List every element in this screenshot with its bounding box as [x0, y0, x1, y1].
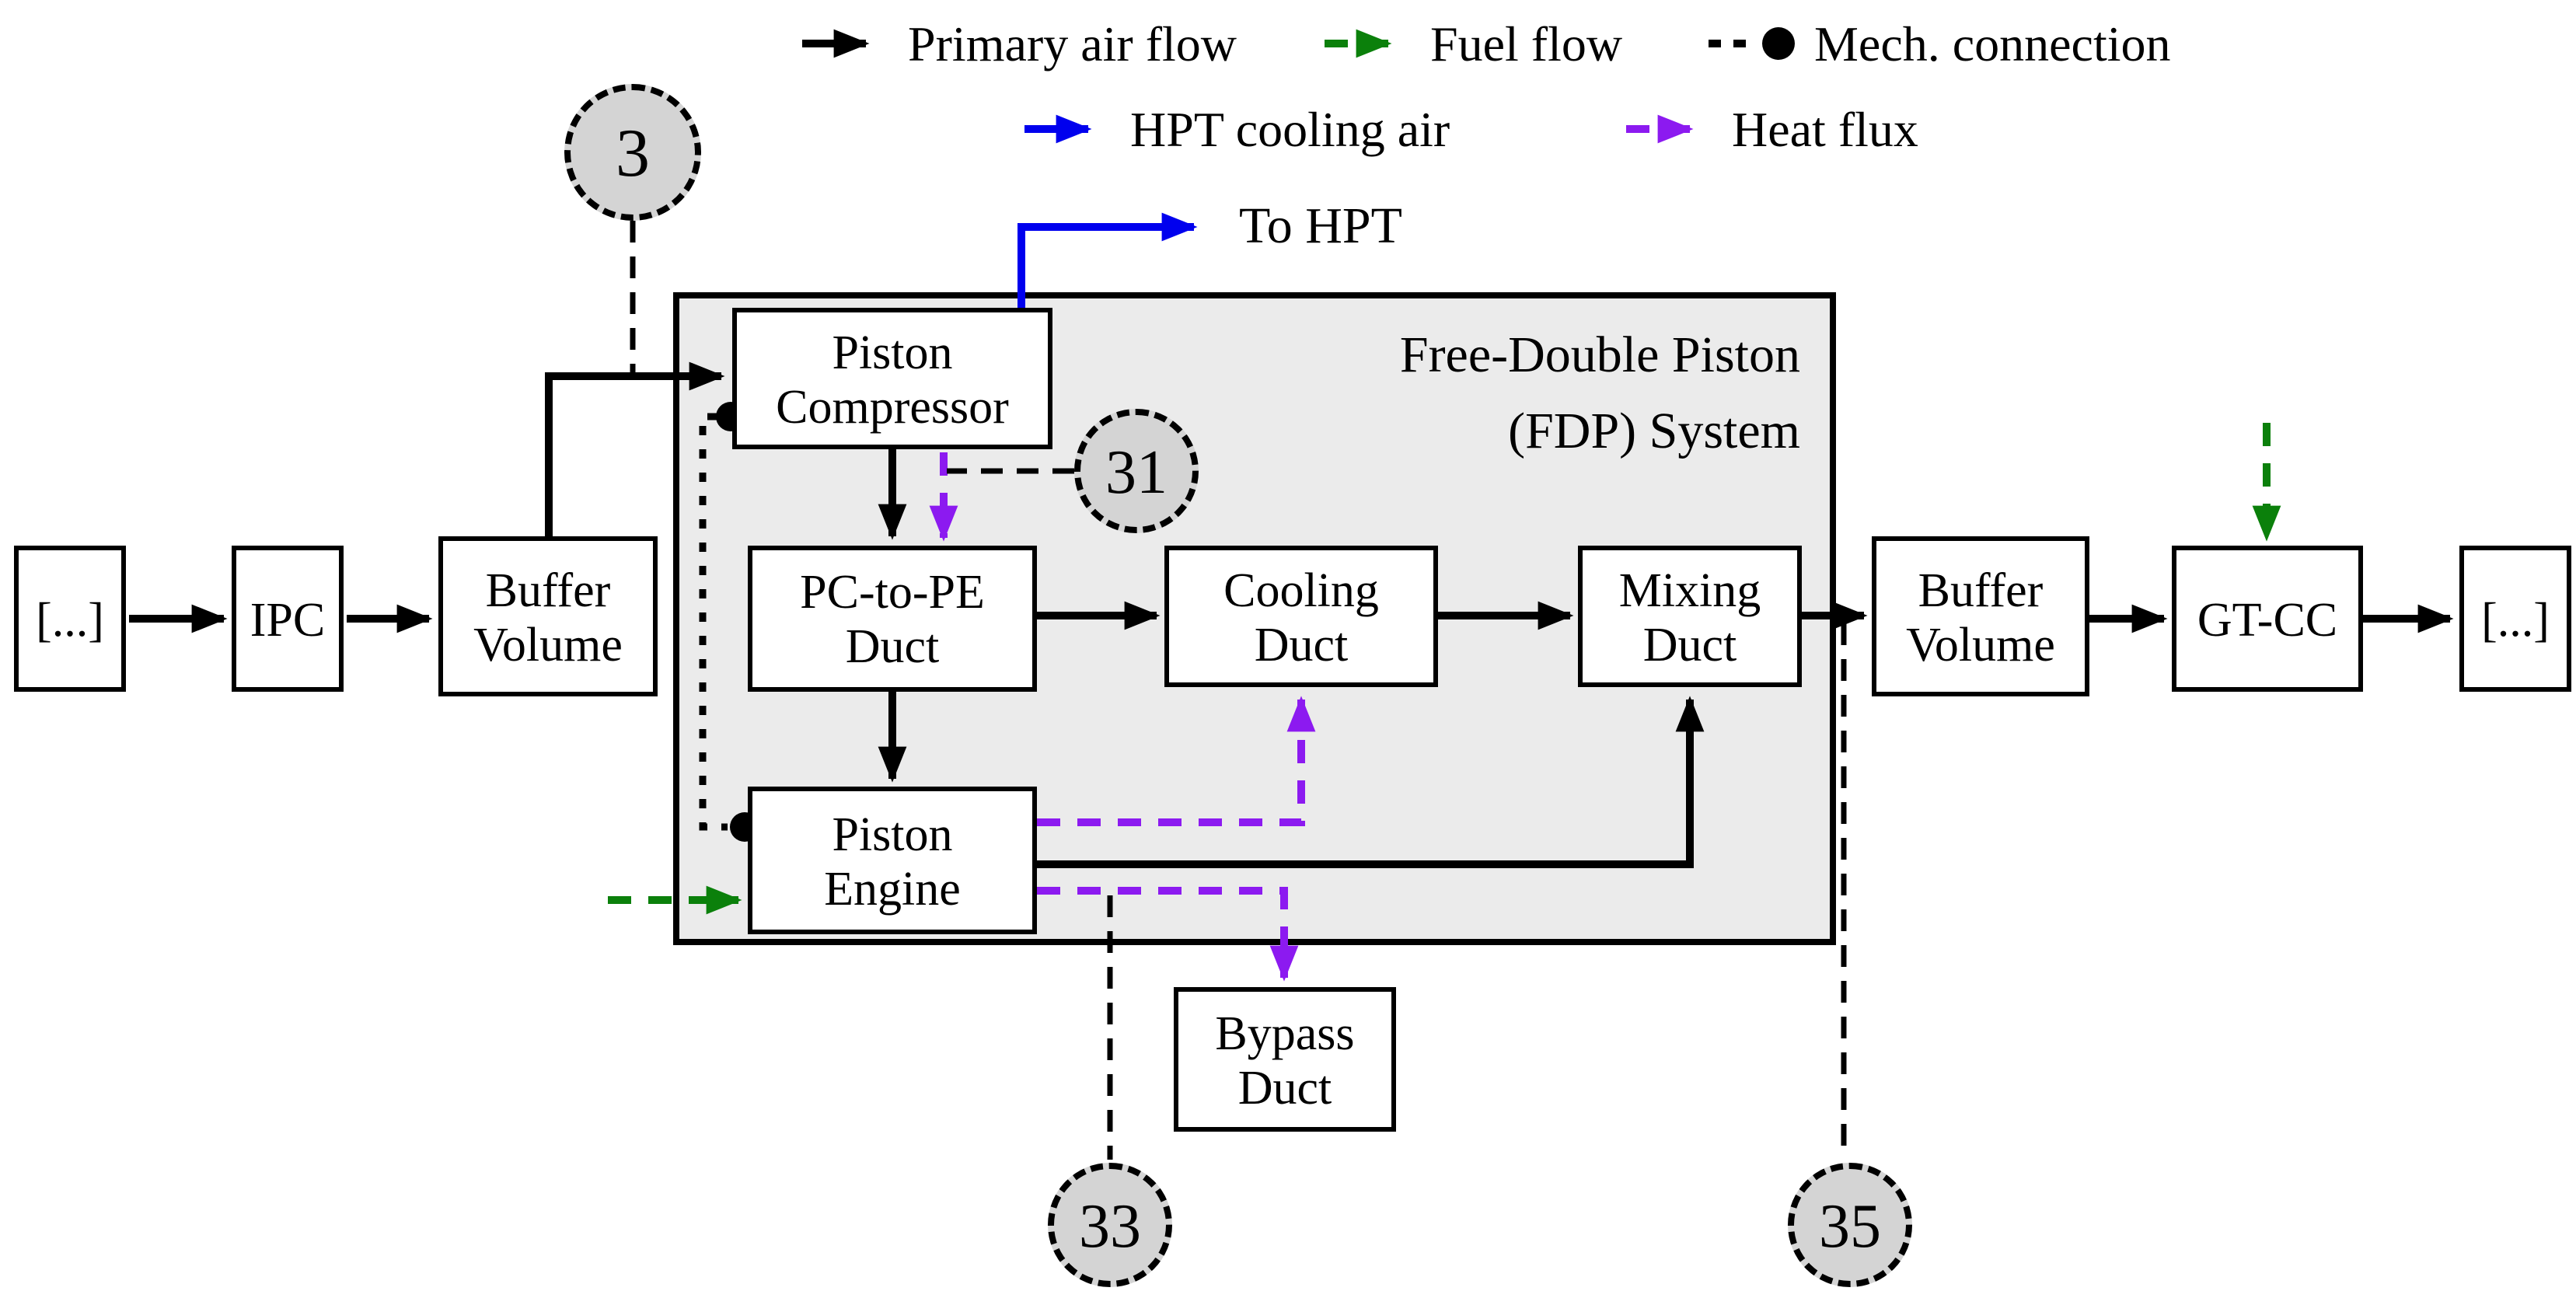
bypass-duct-box: Bypass Duct	[1174, 987, 1396, 1132]
downstream-box: [...]	[2459, 546, 2571, 692]
arrow-buffer-left-to-piston-compressor	[545, 361, 725, 536]
buffer-volume-left-box: Buffer Volume	[438, 536, 658, 696]
heat-flux-arrow-icon	[1626, 114, 1694, 144]
mech-connection-icon	[1709, 27, 1795, 60]
fuel-flow-arrow-icon	[1325, 29, 1392, 58]
legend-primary-air-flow: Primary air flow	[798, 12, 1237, 75]
arrow-heat-engine-to-bypass-duct	[1037, 887, 1299, 982]
legend-mech-connection: Mech. connection	[1704, 12, 2171, 75]
legend-hpt-cooling-air: HPT cooling air	[1020, 98, 1450, 160]
gt-cc-box: GT-CC	[2172, 546, 2363, 692]
mixing-duct-box: Mixing Duct	[1578, 546, 1802, 687]
fdp-title-line1: Free-Double Piston	[1399, 328, 1800, 384]
legend-label: Heat flux	[1732, 100, 1918, 156]
cooling-duct-box: Cooling Duct	[1164, 546, 1438, 687]
arrow-piston-engine-to-mixing-duct	[1037, 696, 1705, 868]
fdp-system-title: Free-Double Piston (FDP) System	[1272, 319, 1800, 471]
legend-label: Primary air flow	[908, 15, 1237, 71]
legend-fuel-flow: Fuel flow	[1320, 12, 1622, 75]
ipc-box: IPC	[232, 546, 344, 692]
mech-connection-line	[699, 413, 728, 831]
piston-compressor-box: Piston Compressor	[732, 308, 1052, 449]
to-hpt-label: To HPT	[1239, 199, 1402, 255]
pc-to-pe-duct-box: PC-to-PE Duct	[748, 546, 1037, 692]
fdp-title-line2: (FDP) System	[1508, 404, 1800, 460]
buffer-volume-right-box: Buffer Volume	[1872, 536, 2089, 696]
legend-label: Fuel flow	[1430, 15, 1623, 71]
legend-label: Mech. connection	[1814, 15, 2171, 71]
station-35-marker: 35	[1788, 1163, 1912, 1287]
hpt-cooling-air-arrow-icon	[1024, 114, 1092, 144]
station-33-marker: 33	[1048, 1163, 1172, 1287]
primary-air-flow-arrow-icon	[802, 29, 870, 58]
legend-heat-flux: Heat flux	[1621, 98, 1918, 160]
piston-engine-box: Piston Engine	[748, 787, 1037, 934]
upstream-box: [...]	[14, 546, 126, 692]
arrow-heat-engine-to-cooling-duct	[1037, 696, 1316, 826]
station-3-marker: 3	[564, 84, 701, 221]
station-31-marker: 31	[1074, 409, 1199, 533]
legend-label: HPT cooling air	[1130, 100, 1450, 156]
arrow-compressor-to-hpt	[1017, 212, 1198, 308]
